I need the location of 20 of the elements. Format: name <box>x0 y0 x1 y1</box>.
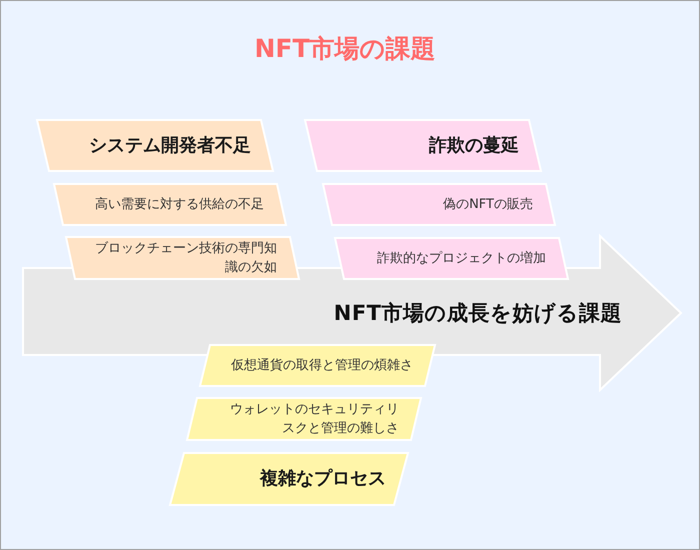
cause-text: 仮想通貨の取得と管理の煩雑さ <box>231 357 413 375</box>
category-heading: 複雑なプロセス <box>260 468 386 490</box>
cause-banner <box>199 344 436 387</box>
cause-text: 詐欺的なプロジェクトの増加 <box>377 250 546 268</box>
cause-banner <box>186 397 422 441</box>
arrow-label: NFT市場の成長を妨げる課題 <box>334 300 622 326</box>
cause-text: 偽のNFTの販売 <box>443 196 533 214</box>
cause-text: 高い需要に対する供給の不足 <box>95 196 264 214</box>
category-heading: 詐欺の蔓延 <box>429 134 519 156</box>
cause-banner <box>53 183 287 226</box>
cause-banner <box>65 236 300 280</box>
category-heading: システム開発者不足 <box>89 134 251 156</box>
cause-text: ブロックチェーン技術の専門知識の欠如 <box>94 240 277 277</box>
cause-banner <box>322 183 556 226</box>
category-banner <box>304 119 542 172</box>
diagram-title: NFT市場の課題 <box>254 34 436 64</box>
cause-text: ウォレットのセキュリティリスクと管理の難しさ <box>229 401 399 438</box>
category-banner <box>169 452 409 506</box>
category-banner <box>36 119 274 172</box>
cause-banner <box>334 237 569 280</box>
